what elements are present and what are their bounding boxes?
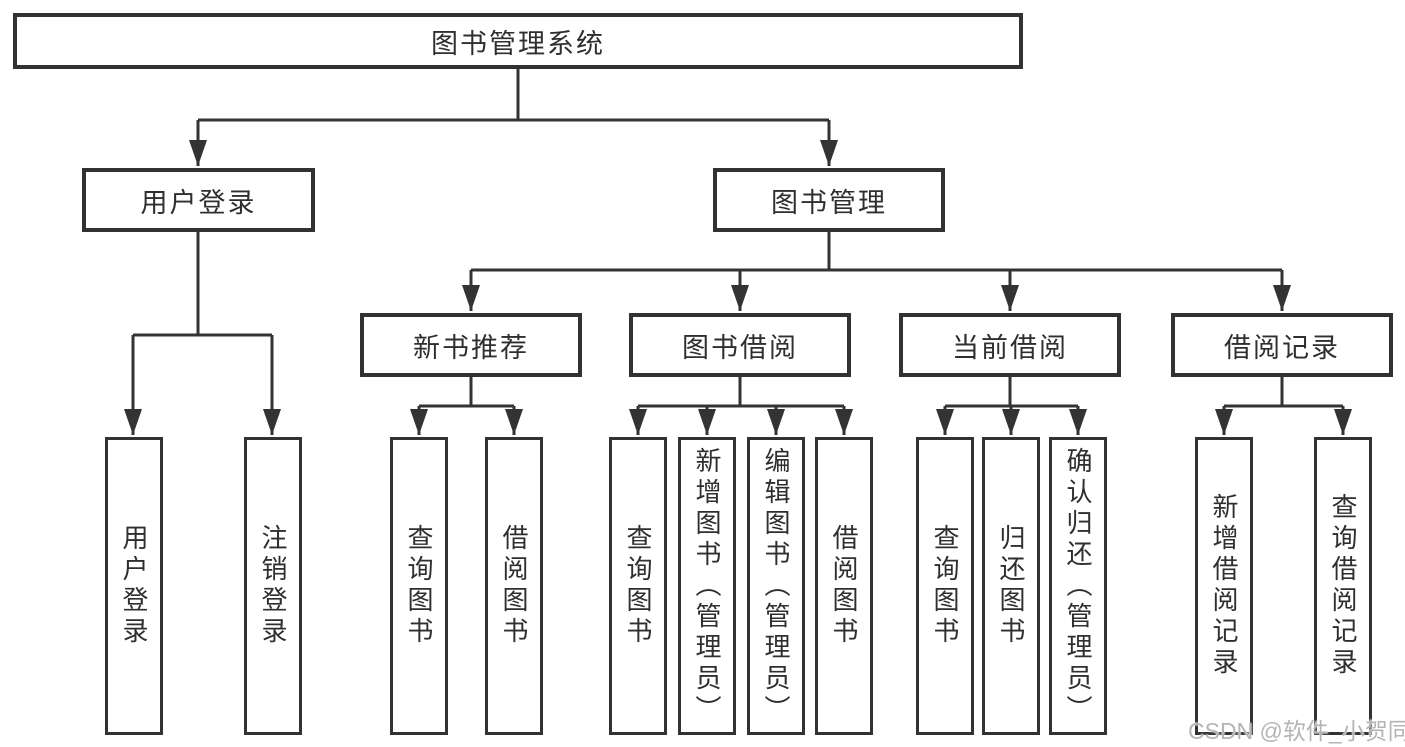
node-borrowing-records: 借阅记录 bbox=[1171, 313, 1393, 377]
leaf-logout: 注销登录 bbox=[244, 437, 302, 735]
leaf-query-books-borrowing: 查询图书 bbox=[609, 437, 667, 735]
node-user-login-label: 用户登录 bbox=[140, 187, 257, 218]
leaf-edit-books-admin-label: 编辑图书（管理员） bbox=[761, 446, 791, 726]
csdn-watermark: CSDN @软件_小贺同学 bbox=[1188, 718, 1405, 744]
leaf-borrow-books-recommend-label: 借阅图书 bbox=[499, 524, 529, 648]
leaf-add-borrow-record-label: 新增借阅记录 bbox=[1209, 493, 1239, 679]
leaf-add-books-admin: 新增图书（管理员） bbox=[678, 437, 736, 735]
node-new-book-recommend: 新书推荐 bbox=[360, 313, 582, 377]
leaf-logout-label: 注销登录 bbox=[258, 524, 288, 648]
node-current-borrowing: 当前借阅 bbox=[899, 313, 1121, 377]
node-book-borrowing: 图书借阅 bbox=[629, 313, 851, 377]
leaf-add-borrow-record: 新增借阅记录 bbox=[1195, 437, 1253, 735]
leaf-query-borrow-record: 查询借阅记录 bbox=[1314, 437, 1372, 735]
node-borrowing-records-label: 借阅记录 bbox=[1224, 332, 1340, 363]
leaf-add-books-admin-label: 新增图书（管理员） bbox=[692, 446, 722, 726]
leaf-query-books-current-label: 查询图书 bbox=[930, 524, 960, 648]
node-book-management: 图书管理 bbox=[713, 168, 945, 232]
leaf-query-books-recommend-label: 查询图书 bbox=[404, 524, 434, 648]
leaf-return-books: 归还图书 bbox=[982, 437, 1040, 735]
node-new-book-recommend-label: 新书推荐 bbox=[413, 332, 529, 363]
leaf-borrow-books-recommend: 借阅图书 bbox=[485, 437, 543, 735]
node-user-login: 用户登录 bbox=[82, 168, 315, 232]
node-root-label: 图书管理系统 bbox=[431, 28, 605, 59]
leaf-confirm-return-admin: 确认归还（管理员） bbox=[1049, 437, 1107, 735]
leaf-edit-books-admin: 编辑图书（管理员） bbox=[747, 437, 805, 735]
leaf-user-login-label: 用户登录 bbox=[119, 524, 149, 648]
leaf-user-login: 用户登录 bbox=[105, 437, 163, 735]
leaf-borrow-books-label: 借阅图书 bbox=[829, 524, 859, 648]
leaf-return-books-label: 归还图书 bbox=[996, 524, 1026, 648]
node-book-management-label: 图书管理 bbox=[771, 187, 887, 218]
node-current-borrowing-label: 当前借阅 bbox=[952, 332, 1068, 363]
leaf-confirm-return-admin-label: 确认归还（管理员） bbox=[1063, 446, 1093, 726]
leaf-query-books-recommend: 查询图书 bbox=[390, 437, 448, 735]
leaf-query-books-borrowing-label: 查询图书 bbox=[623, 524, 653, 648]
leaf-borrow-books: 借阅图书 bbox=[815, 437, 873, 735]
node-root-library-system: 图书管理系统 bbox=[13, 13, 1023, 69]
leaf-query-borrow-record-label: 查询借阅记录 bbox=[1328, 493, 1358, 679]
leaf-query-books-current: 查询图书 bbox=[916, 437, 974, 735]
node-book-borrowing-label: 图书借阅 bbox=[682, 332, 798, 363]
